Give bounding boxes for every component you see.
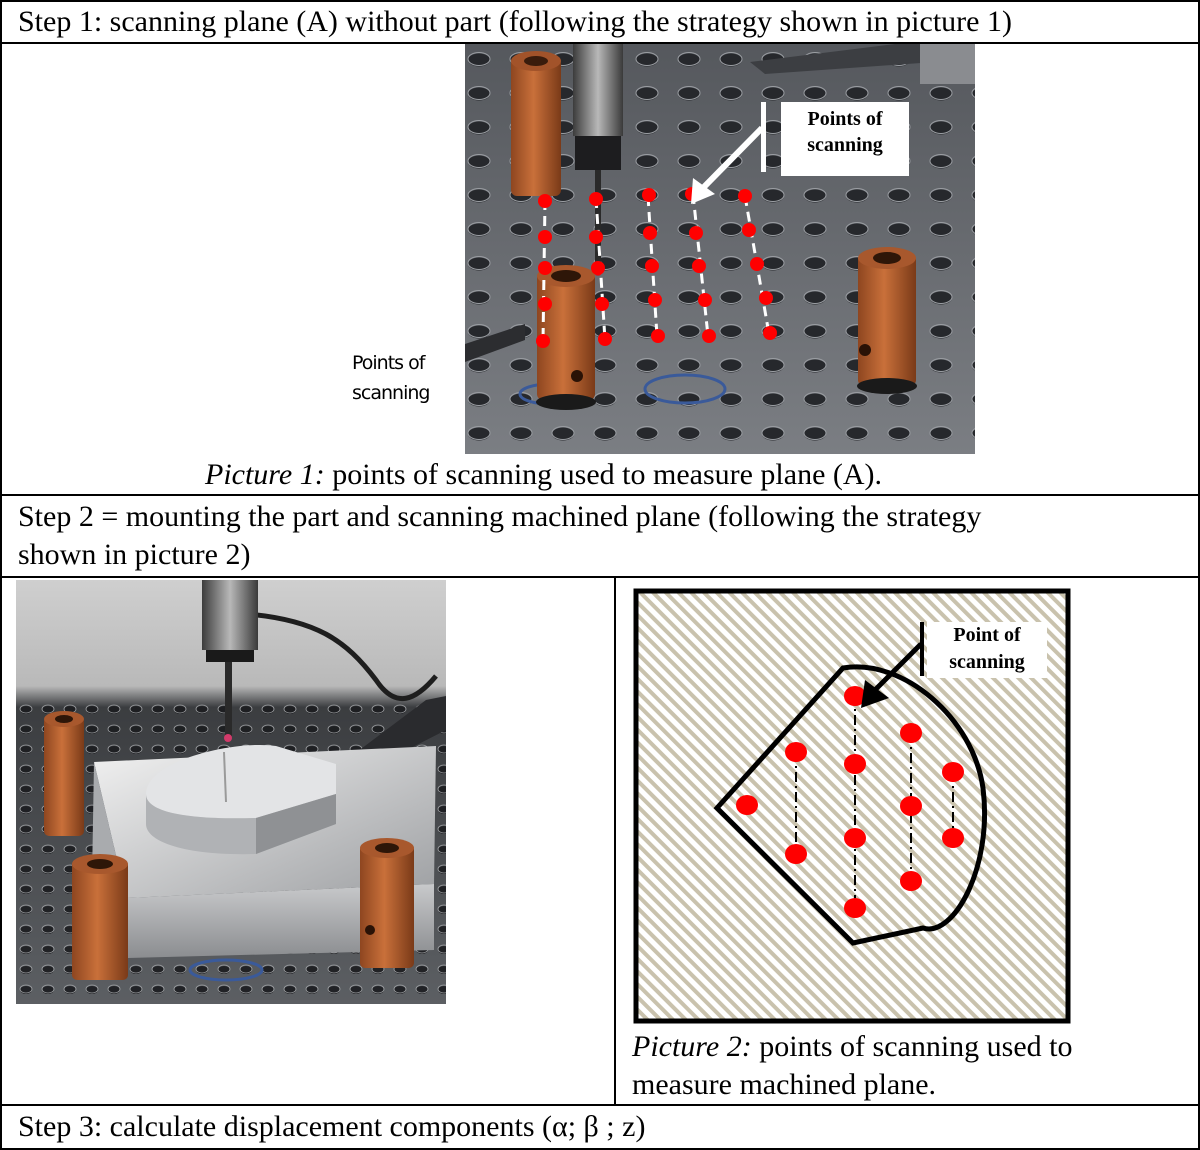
column-divider: [614, 576, 616, 1104]
table-border-left: [0, 0, 2, 1150]
side-label-line1: Points of: [352, 352, 425, 374]
side-points-of-scanning-label: Points of scanning: [352, 348, 430, 408]
picture-2-caption-line1: Picture 2: points of scanning used to: [632, 1028, 1073, 1066]
table-border-right: [1198, 0, 1200, 1150]
peg-2-front-right: [360, 838, 414, 968]
picture-1-photo: Points of scanning: [465, 44, 975, 454]
step2-header-line1: Step 2 = mounting the part and scanning …: [18, 500, 982, 533]
picture-2-caption-line2: measure machined plane.: [632, 1068, 937, 1101]
picture-1-caption-text: points of scanning used to measure plane…: [324, 458, 883, 491]
machined-plane-scan-diagram: [633, 588, 1071, 1024]
picture-2-diagram: Point of scanning: [633, 588, 1073, 1026]
peg-2-front-left: [72, 854, 128, 980]
picture-2-caption-prefix: Picture 2:: [632, 1030, 752, 1063]
picture-2-caption-text1: points of scanning used to: [751, 1030, 1073, 1063]
diagram-label-line2: scanning: [949, 651, 1025, 673]
table-border-bottom: [0, 1148, 1200, 1150]
row-divider-3: [0, 576, 1200, 578]
row-divider-4: [0, 1104, 1200, 1106]
diagram-scan-points: [736, 686, 964, 918]
table-border-top: [0, 0, 1200, 2]
diagram-point-of-scanning-label: Point of scanning: [927, 622, 1047, 678]
picture-1-caption: Picture 1: points of scanning used to me…: [205, 456, 882, 494]
step3-header: Step 3: calculate displacement component…: [18, 1110, 646, 1143]
photo-points-of-scanning-label: Points of scanning: [781, 102, 909, 176]
mounted-part-photo: [16, 580, 446, 1004]
mounted-part-illustration: [16, 580, 446, 1004]
row-divider-1: [0, 42, 1200, 44]
peg-right: [857, 247, 917, 394]
row-divider-2: [0, 494, 1200, 496]
side-label-line2: scanning: [352, 382, 430, 404]
peg-2-back-left: [44, 711, 84, 836]
diagram-label-line1: Point of: [953, 624, 1021, 646]
step2-header-line2: shown in picture 2): [18, 538, 251, 571]
peg-back-left: [511, 51, 561, 196]
step1-header: Step 1: scanning plane (A) without part …: [18, 5, 1012, 38]
picture-1-caption-prefix: Picture 1:: [205, 458, 325, 491]
